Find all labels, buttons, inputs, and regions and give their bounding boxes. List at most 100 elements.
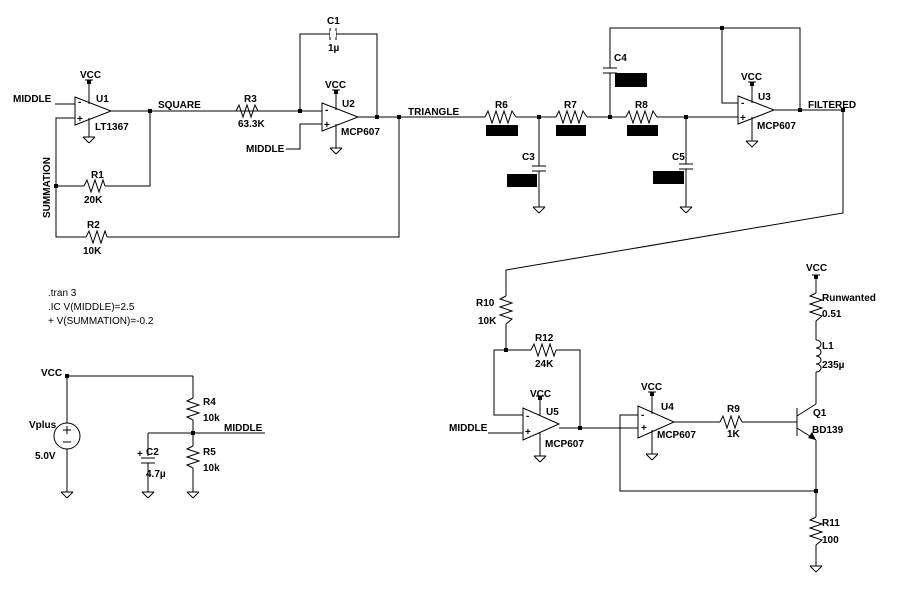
u1-value: LT1367: [95, 122, 129, 133]
resistor-r5[interactable]: R5 10k: [185, 445, 220, 474]
net-summation: SUMMATION: [42, 157, 53, 218]
r11-ground-icon: [809, 561, 823, 573]
resistor-r10[interactable]: R10 10K: [476, 295, 514, 327]
r11-value: 100: [822, 535, 839, 546]
opamp-u1[interactable]: - + U1 LT1367: [74, 80, 129, 133]
u5-ground-icon: [533, 451, 547, 463]
r2-return-wire: [107, 117, 400, 238]
u1-minus-mark: -: [78, 97, 81, 108]
opamp-u5[interactable]: - + U5 MCP607: [522, 396, 584, 452]
summation-wire: [55, 117, 86, 238]
r9-ref: R9: [727, 404, 740, 415]
capacitor-c1[interactable]: C1 1µ: [327, 16, 340, 54]
r10-value: 10K: [478, 316, 497, 327]
c1-value: 1µ: [328, 43, 340, 54]
resistor-r11[interactable]: R11 100: [808, 516, 840, 546]
c4-feedback-wire: [609, 27, 801, 110]
u5-plus-mark: +: [525, 427, 531, 438]
c2-plus-mark: +: [137, 449, 143, 460]
u2-vcc-supply: VCC: [325, 80, 346, 94]
net-filtered: FILTERED: [808, 100, 856, 111]
u2-ground-icon: [329, 143, 343, 155]
u4-value: MCP607: [657, 430, 696, 441]
r5-value: 10k: [203, 463, 220, 474]
u5-vcc-supply: VCC: [530, 389, 551, 400]
transistor-q1[interactable]: Q1 BD139: [796, 403, 844, 441]
u4-vcc-label: VCC: [641, 382, 662, 393]
u4-ref: U4: [661, 402, 674, 413]
u1-plus-mark: +: [77, 114, 83, 125]
q1-ref: Q1: [813, 408, 827, 419]
voltage-source-vplus[interactable]: Vplus 5.0V: [29, 420, 81, 462]
r7-ref: R7: [564, 100, 577, 111]
opamp-u4[interactable]: + - U4 MCP607: [637, 392, 696, 450]
u5-ref: U5: [546, 407, 559, 418]
u1-vcc-label: VCC: [80, 70, 101, 81]
u2-value: MCP607: [341, 127, 380, 138]
u1-vcc-supply: VCC: [80, 70, 101, 84]
r1-value: 20K: [84, 195, 103, 206]
u4-vcc-supply: VCC: [641, 382, 662, 396]
l1-ref: L1: [822, 341, 834, 352]
inductor-l1[interactable]: L1 235µ: [815, 339, 845, 373]
opamp-u3[interactable]: - + U3 MCP607: [737, 82, 796, 137]
c1-ref: C1: [327, 16, 340, 27]
opamp-u2[interactable]: - + U2 MCP607: [321, 90, 380, 144]
u1-ref: U1: [96, 94, 109, 105]
directive-line-3: + V(SUMMATION)=-0.2: [48, 316, 154, 327]
resistor-runwanted[interactable]: Runwanted 0.51: [808, 292, 876, 322]
vplus-value: 5.0V: [35, 451, 56, 462]
u2-ref: U2: [342, 99, 355, 110]
c3-ground-icon: [532, 202, 546, 214]
r3-ref: R3: [244, 94, 257, 105]
u3-ref: U3: [758, 92, 771, 103]
u2-vcc-label: VCC: [325, 80, 346, 91]
resistor-r2[interactable]: R2 10K: [83, 220, 108, 257]
c2-ground-icon: [141, 487, 155, 499]
net-middle-u5: MIDDLE: [449, 423, 488, 434]
u3-plus-mark: +: [740, 113, 746, 124]
capacitor-c2[interactable]: + C2 4.7µ: [137, 447, 166, 480]
c5-ref: C5: [672, 152, 685, 163]
resistor-r8[interactable]: R8: [625, 100, 658, 136]
capacitor-c5[interactable]: C5: [653, 152, 693, 184]
u4-ground-icon: [645, 449, 659, 461]
u3-ground-icon: [745, 136, 759, 148]
resistor-r1[interactable]: R1 20K: [83, 170, 106, 206]
capacitor-c3[interactable]: C3: [507, 152, 546, 187]
resistor-r12[interactable]: R12 24K: [530, 333, 557, 370]
resistor-r3[interactable]: R3 63.3K: [235, 94, 265, 130]
runwanted-ref: Runwanted: [822, 293, 876, 304]
r12-ref: R12: [535, 333, 554, 344]
u2-plus-mark: +: [324, 120, 330, 131]
q1-vcc-supply: VCC: [806, 263, 827, 279]
u3-vcc-label: VCC: [741, 72, 762, 83]
u5-minus-mark: -: [526, 411, 529, 422]
l1-value: 235µ: [822, 360, 845, 371]
u4-minus-mark: -: [641, 410, 644, 421]
resistor-r9[interactable]: R9 1K: [719, 404, 743, 440]
c3-ref: C3: [522, 152, 535, 163]
u4-plus-mark: +: [641, 423, 647, 434]
r1-ref: R1: [91, 170, 104, 181]
u1-ground-icon: [82, 132, 96, 144]
u5-value: MCP607: [545, 439, 584, 450]
u3-value: MCP607: [757, 121, 796, 132]
spice-directives[interactable]: .tran 3 .IC V(MIDDLE)=2.5 + V(SUMMATION)…: [48, 288, 154, 327]
c1-feedback-wire: [299, 33, 378, 117]
c2-ref: C2: [146, 447, 159, 458]
c2-value: 4.7µ: [146, 469, 166, 480]
u2-minus-mark: -: [325, 105, 328, 116]
vplus-ref: Vplus: [29, 420, 57, 431]
u3-feedback-wire: [721, 28, 738, 104]
net-middle-u1: MIDDLE: [13, 94, 52, 105]
r5-ground-icon: [186, 487, 200, 499]
resistor-r4[interactable]: R4 10k: [185, 397, 220, 424]
net-middle-divider: MIDDLE: [224, 423, 263, 434]
resistor-r7[interactable]: R7: [555, 100, 588, 136]
q1-vcc-label: VCC: [806, 263, 827, 274]
r12-value: 24K: [535, 359, 554, 370]
r2-ref: R2: [87, 220, 100, 231]
resistor-r6[interactable]: R6: [484, 100, 518, 136]
